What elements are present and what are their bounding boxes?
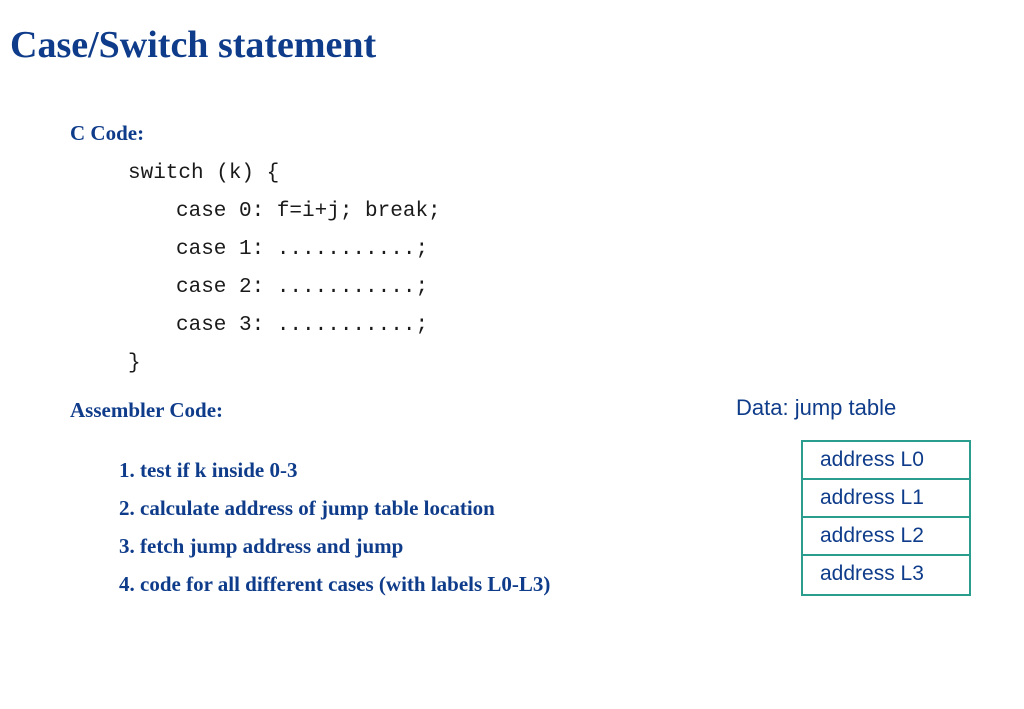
jump-table-label: Data: jump table [736, 395, 897, 420]
code-line: case 3: ...........; [176, 314, 429, 337]
code-line: case 0: f=i+j; break; [176, 200, 441, 223]
assembler-step: 4. code for all different cases (with la… [119, 572, 551, 596]
code-line: case 2: ...........; [176, 276, 429, 299]
jump-table-entry: address L0 [803, 442, 969, 480]
assembler-step: 3. fetch jump address and jump [119, 534, 404, 558]
assembler-step: 2. calculate address of jump table locat… [119, 496, 495, 520]
jump-table-entry: address L3 [820, 562, 924, 585]
jump-table-entry: address L1 [803, 480, 969, 518]
c-code-heading: C Code: [70, 121, 145, 145]
assembler-steps-list: 1. test if k inside 0-3 2. calculate add… [119, 451, 550, 603]
jump-table-entry: address L2 [803, 518, 969, 556]
code-line: switch (k) { [128, 162, 280, 185]
code-line: case 1: ...........; [176, 238, 429, 261]
assembler-code-heading: Assembler Code: [70, 398, 224, 422]
slide-title: Case/Switch statement [10, 24, 377, 66]
assembler-step: 1. test if k inside 0-3 [119, 458, 298, 482]
code-line: } [128, 352, 141, 375]
jump-table: address L0 address L1 address L2 address… [801, 440, 971, 596]
